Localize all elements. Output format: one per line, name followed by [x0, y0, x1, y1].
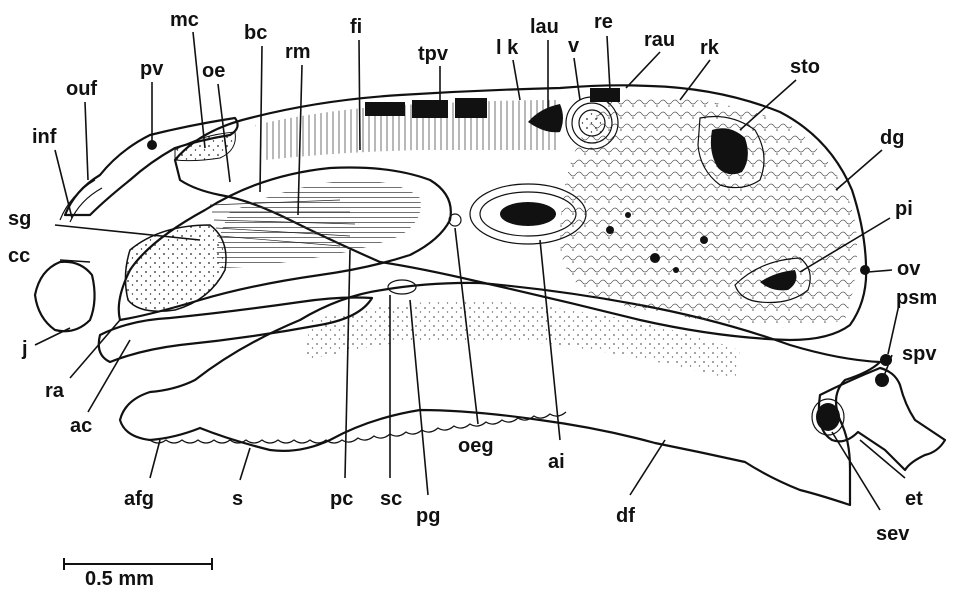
subintestinal-vein	[816, 403, 840, 431]
cell-dot	[673, 267, 679, 273]
label-inf: inf	[32, 126, 57, 148]
label-oeg: oeg	[458, 435, 494, 457]
leader-sev	[832, 432, 880, 510]
label-sev: sev	[876, 523, 910, 545]
label-spv: spv	[902, 343, 937, 365]
leader-bc	[260, 46, 262, 192]
leader-rau	[626, 52, 660, 88]
label-mc: mc	[170, 9, 199, 31]
cell-dot	[606, 226, 614, 234]
label-rm: rm	[285, 41, 311, 63]
label-pg: pg	[416, 505, 440, 527]
label-lk: l k	[496, 37, 519, 59]
label-dg: dg	[880, 127, 904, 149]
leader-ov	[868, 270, 892, 272]
tail-region	[812, 354, 945, 470]
label-fi: fi	[350, 16, 362, 38]
cell-dot	[700, 236, 708, 244]
label-rk: rk	[700, 37, 720, 59]
label-ov: ov	[897, 258, 921, 280]
vertebra-core	[579, 110, 605, 136]
posterior-tissue	[560, 95, 857, 328]
leader-inf	[55, 150, 72, 218]
leader-s	[240, 448, 250, 480]
label-v: v	[568, 35, 580, 57]
label-s: s	[232, 488, 243, 510]
label-sto: sto	[790, 56, 820, 78]
snout-tip	[35, 262, 95, 331]
label-rau: rau	[644, 29, 675, 51]
label-pv: pv	[140, 58, 164, 80]
leader-j	[35, 328, 70, 345]
intestine-lumen	[500, 202, 556, 226]
leader-ouf	[85, 102, 88, 180]
leader-v	[574, 58, 580, 100]
ov-dot	[860, 265, 870, 275]
label-et: et	[905, 488, 923, 510]
label-cc: cc	[8, 245, 30, 267]
leader-re	[607, 36, 610, 90]
label-ac: ac	[70, 415, 92, 437]
label-j: j	[21, 338, 28, 360]
leader-rk	[680, 60, 710, 100]
label-oe: oe	[202, 60, 225, 82]
label-bc: bc	[244, 22, 267, 44]
label-re: re	[594, 11, 613, 33]
label-sg: sg	[8, 208, 31, 230]
tpv-block-3	[455, 98, 487, 118]
leader-pc	[345, 250, 350, 478]
scale-bar: 0.5 mm	[63, 558, 213, 589]
leader-et	[860, 440, 905, 478]
cell-dot	[650, 253, 660, 263]
branchial-arch-hatching	[217, 180, 421, 268]
re-block	[590, 88, 620, 102]
cell-dot	[625, 212, 631, 218]
label-pi: pi	[895, 198, 913, 220]
label-df: df	[616, 505, 635, 527]
label-afg: afg	[124, 488, 154, 510]
label-ai: ai	[548, 451, 565, 473]
leader-mc	[193, 32, 205, 148]
label-ra: ra	[45, 380, 65, 402]
label-tpv: tpv	[418, 43, 449, 65]
tpv-block-2	[412, 100, 448, 118]
leader-lk	[513, 60, 520, 100]
label-ouf: ouf	[66, 78, 97, 100]
tpv-block-1	[365, 102, 405, 116]
spv-dot	[875, 373, 889, 387]
label-pc: pc	[330, 488, 353, 510]
label-sc: sc	[380, 488, 402, 510]
leader-fi	[359, 40, 360, 150]
label-lau: lau	[530, 16, 559, 38]
label-psm: psm	[896, 287, 937, 309]
leader-afg	[150, 440, 160, 478]
scale-bar-label: 0.5 mm	[85, 568, 154, 589]
leader-df	[630, 440, 665, 495]
